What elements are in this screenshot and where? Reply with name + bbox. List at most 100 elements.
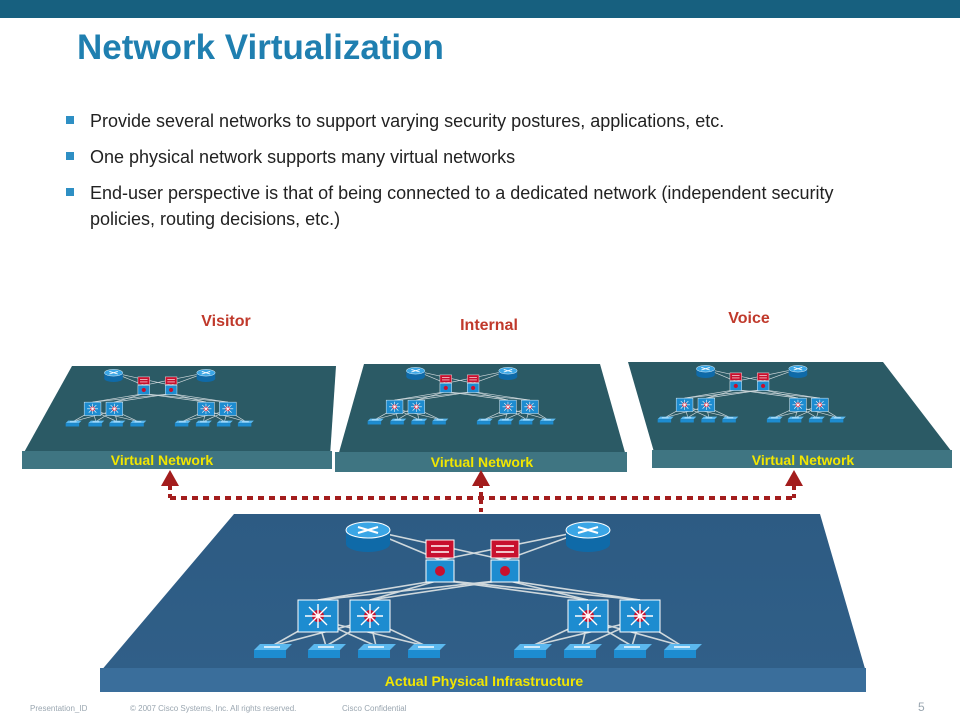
- access-switch-icon: [497, 418, 514, 425]
- switch-icon: [165, 385, 178, 395]
- access-switch-icon: [358, 644, 396, 658]
- footer-copyright: © 2007 Cisco Systems, Inc. All rights re…: [130, 704, 297, 713]
- network-name-voice: Voice: [728, 310, 770, 327]
- router-icon: [104, 369, 124, 382]
- access-switch-icon: [195, 420, 212, 427]
- router-icon: [345, 521, 391, 552]
- access-switch-icon: [216, 420, 233, 427]
- firewall-icon: [439, 374, 452, 383]
- access-switch-icon: [174, 420, 191, 427]
- access-switch-icon: [614, 644, 652, 658]
- access-switch-icon: [109, 420, 126, 427]
- slide-title: Network Virtualization: [77, 28, 444, 67]
- up-arrow-icon: [472, 470, 490, 486]
- virtual-network-platform-voice: Virtual Network: [628, 362, 952, 468]
- switch-icon: [297, 599, 339, 633]
- access-switch-icon: [88, 420, 105, 427]
- bullet-item: One physical network supports many virtu…: [66, 144, 866, 170]
- switch-icon: [425, 559, 455, 583]
- page-number: 5: [918, 700, 925, 714]
- switch-icon: [697, 397, 716, 412]
- network-name-visitor: Visitor: [201, 313, 251, 330]
- switch-icon: [105, 401, 124, 416]
- firewall-icon: [729, 372, 742, 381]
- access-switch-icon: [390, 418, 407, 425]
- access-switch-icon: [787, 416, 804, 423]
- access-switch-icon: [564, 644, 602, 658]
- bullet-list: Provide several networks to support vary…: [66, 108, 866, 242]
- access-switch-icon: [308, 644, 346, 658]
- access-switch-icon: [254, 644, 292, 658]
- firewall-icon: [137, 376, 150, 385]
- router-icon: [498, 367, 518, 380]
- router-icon: [196, 369, 216, 382]
- physical-infrastructure-label: Actual Physical Infrastructure: [385, 673, 584, 689]
- up-arrow-icon: [161, 470, 179, 486]
- router-icon: [696, 365, 716, 378]
- access-switch-icon: [65, 420, 82, 427]
- virtual-network-platform-visitor: Virtual Network: [22, 366, 336, 469]
- switch-icon: [757, 381, 770, 391]
- access-switch-icon: [432, 418, 449, 425]
- switch-icon: [729, 381, 742, 391]
- switch-icon: [675, 397, 694, 412]
- switch-icon: [407, 399, 426, 414]
- access-switch-icon: [701, 416, 718, 423]
- virtual-network-label: Virtual Network: [431, 454, 534, 470]
- firewall-icon: [757, 372, 770, 381]
- access-switch-icon: [237, 420, 254, 427]
- access-switch-icon: [657, 416, 674, 423]
- virtualization-diagram: Visitor Internal Voice Virtual Network V…: [22, 310, 952, 692]
- footer-confidential: Cisco Confidential: [342, 704, 407, 713]
- virtual-network-label: Virtual Network: [752, 452, 855, 468]
- switch-icon: [567, 599, 609, 633]
- access-switch-icon: [514, 644, 552, 658]
- switch-icon: [439, 383, 452, 393]
- access-switch-icon: [518, 418, 535, 425]
- access-switch-icon: [367, 418, 384, 425]
- bullet-item: Provide several networks to support vary…: [66, 108, 866, 134]
- top-bar: [0, 0, 960, 18]
- firewall-icon: [490, 539, 520, 559]
- access-switch-icon: [411, 418, 428, 425]
- switch-icon: [811, 397, 829, 412]
- switch-icon: [499, 399, 517, 414]
- bullet-item: End-user perspective is that of being co…: [66, 180, 866, 232]
- virtual-topology-icons: [657, 365, 846, 423]
- access-switch-icon: [539, 418, 556, 425]
- access-switch-icon: [664, 644, 702, 658]
- switch-icon: [197, 401, 215, 416]
- switch-icon: [349, 599, 391, 633]
- access-switch-icon: [130, 420, 147, 427]
- network-name-internal: Internal: [460, 317, 518, 334]
- switch-icon: [83, 401, 102, 416]
- physical-infrastructure-platform: Actual Physical Infrastructure: [100, 514, 866, 692]
- access-switch-icon: [722, 416, 739, 423]
- firewall-icon: [425, 539, 455, 559]
- switch-icon: [137, 385, 150, 395]
- virtualization-connector: [161, 470, 803, 512]
- access-switch-icon: [476, 418, 493, 425]
- up-arrow-icon: [785, 470, 803, 486]
- access-switch-icon: [808, 416, 825, 423]
- virtual-topology-icons: [65, 369, 254, 427]
- switch-icon: [789, 397, 807, 412]
- switch-icon: [521, 399, 539, 414]
- virtual-network-label: Virtual Network: [111, 452, 214, 468]
- switch-icon: [490, 559, 520, 583]
- access-switch-icon: [408, 644, 446, 658]
- router-icon: [406, 367, 426, 380]
- access-switch-icon: [680, 416, 697, 423]
- switch-icon: [385, 399, 404, 414]
- physical-topology-icons: [254, 521, 702, 658]
- virtual-topology-icons: [367, 367, 556, 425]
- router-icon: [565, 521, 611, 552]
- switch-icon: [219, 401, 237, 416]
- access-switch-icon: [766, 416, 783, 423]
- switch-icon: [467, 383, 480, 393]
- switch-icon: [619, 599, 661, 633]
- access-switch-icon: [829, 416, 846, 423]
- firewall-icon: [165, 376, 178, 385]
- router-icon: [788, 365, 808, 378]
- virtual-network-platform-internal: Virtual Network: [335, 364, 627, 472]
